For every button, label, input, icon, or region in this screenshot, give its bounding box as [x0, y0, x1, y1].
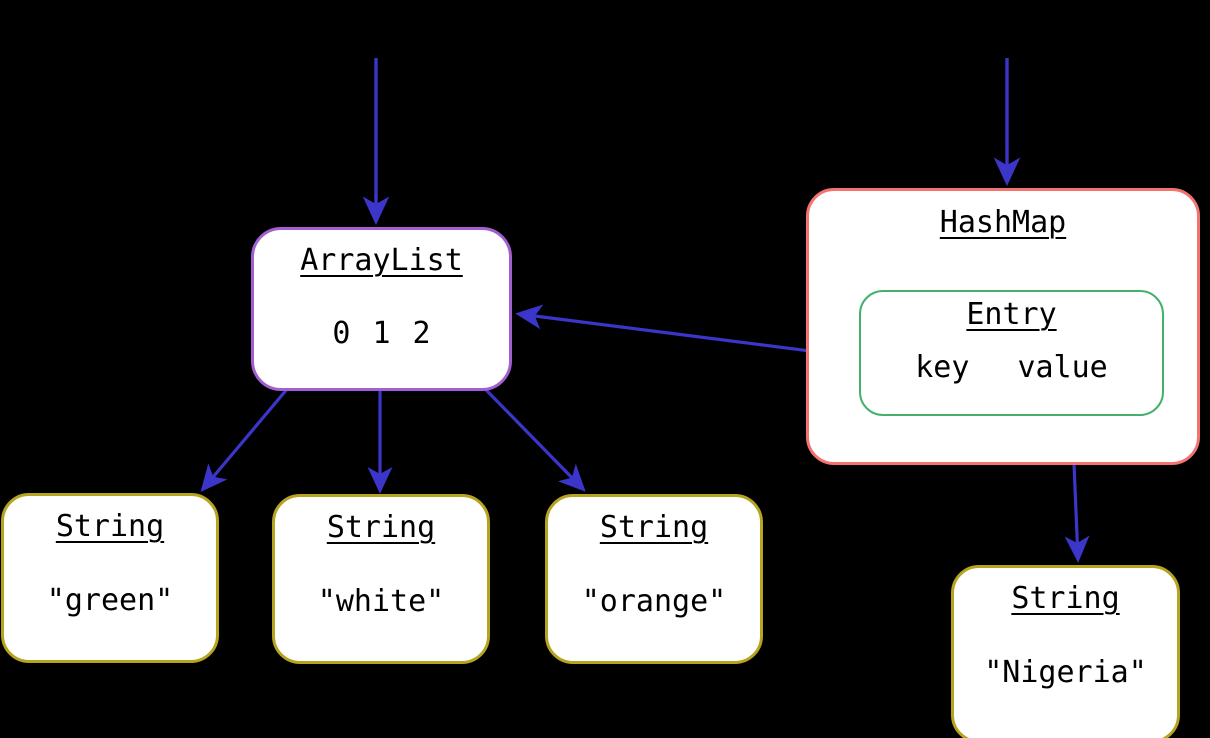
- arraylist-index-0[interactable]: 0: [332, 316, 351, 351]
- string-nigeria-value: "Nigeria": [984, 655, 1147, 690]
- string-white-value: "white": [317, 584, 445, 619]
- arraylist-indices: 0 1 2: [332, 316, 430, 351]
- entry-field-gap: [969, 350, 1017, 385]
- hashmap-title: HashMap: [939, 205, 1067, 240]
- string-green-title: String: [55, 509, 165, 544]
- entry-value-label[interactable]: value: [1017, 350, 1108, 385]
- string-green-value: "green": [46, 583, 174, 618]
- string-node-white[interactable]: String "white": [272, 494, 490, 664]
- arraylist-index-1[interactable]: 1: [372, 316, 391, 351]
- arraylist-index-2[interactable]: 2: [412, 316, 431, 351]
- entry-key-label[interactable]: key: [915, 350, 970, 385]
- arraylist-title: ArrayList: [300, 243, 463, 278]
- entry-node[interactable]: Entry key value: [859, 290, 1164, 416]
- entry-title: Entry: [966, 297, 1057, 332]
- arraylist-node[interactable]: ArrayList 0 1 2: [251, 227, 512, 391]
- string-orange-title: String: [599, 510, 709, 545]
- string-node-green[interactable]: String "green": [1, 493, 219, 663]
- string-node-nigeria[interactable]: String "Nigeria": [951, 565, 1180, 738]
- entry-fields: key value: [915, 350, 1108, 385]
- string-orange-value: "orange": [581, 584, 727, 619]
- hashmap-node[interactable]: HashMap Entry key value: [806, 188, 1200, 465]
- string-nigeria-title: String: [1011, 581, 1120, 616]
- string-node-orange[interactable]: String "orange": [545, 494, 763, 664]
- string-white-title: String: [326, 510, 436, 545]
